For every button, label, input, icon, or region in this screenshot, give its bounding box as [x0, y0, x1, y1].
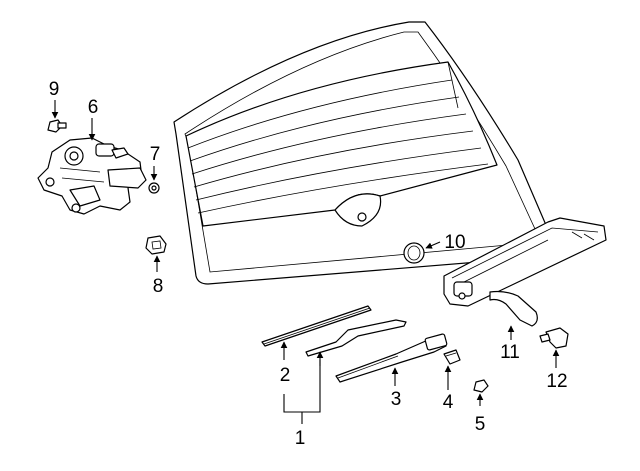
- callout-12: 12: [546, 371, 567, 392]
- leader-lines: [51, 100, 560, 424]
- callout-labels: 1 2 3 4 5 6 7 8 9 10 11 12: [49, 79, 568, 449]
- defroster-grid: [185, 61, 498, 227]
- wiper-motor: [37, 137, 147, 215]
- wiper-arm: [335, 333, 448, 383]
- callout-4: 4: [443, 392, 454, 413]
- callout-11: 11: [500, 342, 520, 363]
- grommet: [145, 235, 167, 255]
- arm-nut: [473, 379, 489, 393]
- wiper-blade: [261, 305, 407, 357]
- high-mount-stop-lamp: [443, 217, 607, 327]
- callout-5: 5: [475, 414, 486, 435]
- washer-nozzle: [539, 327, 569, 349]
- callout-1: 1: [295, 428, 306, 449]
- pivot-cap: [403, 242, 425, 264]
- motor-bolt: [47, 119, 67, 133]
- callout-8: 8: [153, 276, 164, 297]
- arm-cap: [443, 349, 461, 365]
- callout-2: 2: [280, 365, 291, 386]
- callout-7: 7: [150, 144, 161, 165]
- callout-3: 3: [391, 389, 402, 410]
- pivot-nut: [148, 182, 160, 194]
- callout-6: 6: [88, 97, 99, 118]
- callout-9: 9: [49, 79, 60, 100]
- callout-10: 10: [444, 232, 465, 253]
